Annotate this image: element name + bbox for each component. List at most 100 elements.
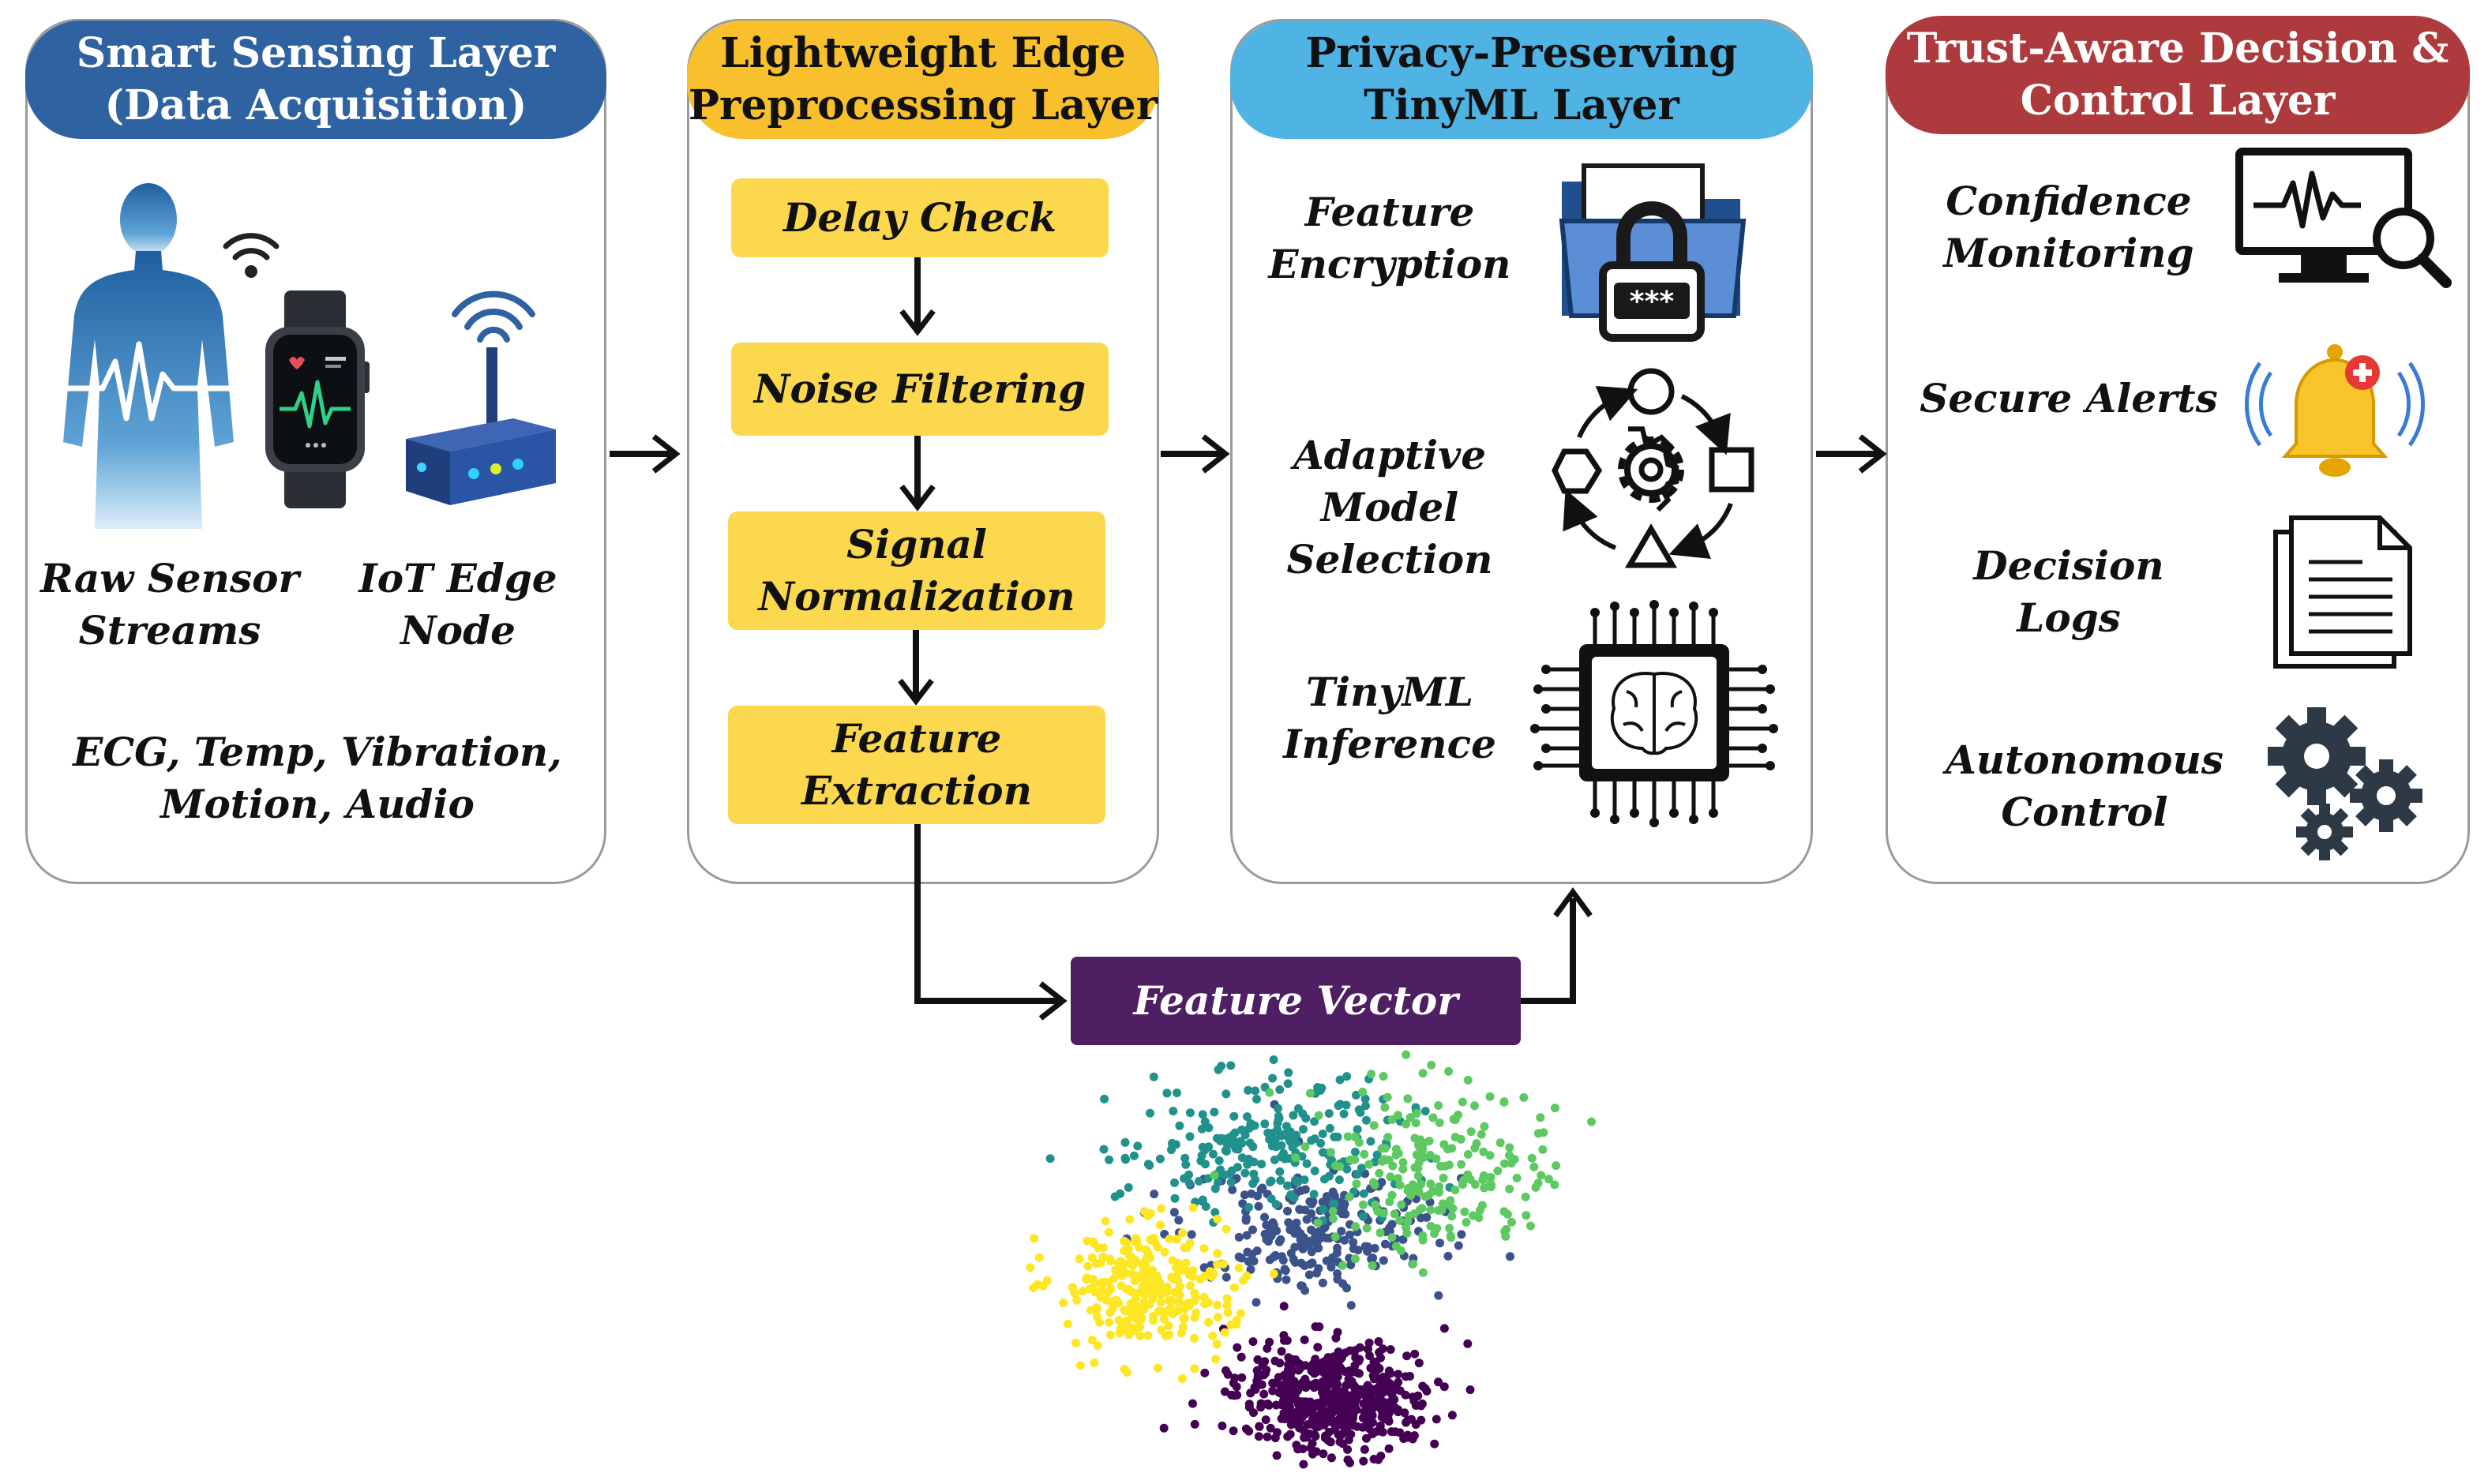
scatter-point <box>1204 1123 1214 1133</box>
scatter-point <box>1313 1343 1323 1352</box>
scatter-point <box>1110 1192 1120 1201</box>
scatter-point <box>1384 1444 1394 1453</box>
scatter-point <box>1345 1396 1355 1405</box>
scatter-point <box>1181 1258 1191 1268</box>
scatter-point <box>1254 1201 1263 1211</box>
scatter-point <box>1150 1190 1159 1199</box>
scatter-point <box>1336 1420 1345 1430</box>
scatter-point <box>1169 1208 1179 1217</box>
scatter-point <box>1479 1147 1488 1156</box>
scatter-point <box>1271 1400 1281 1410</box>
scatter-point <box>1300 1142 1310 1152</box>
scatter-point <box>1470 1144 1480 1152</box>
scatter-point <box>1218 1259 1228 1269</box>
scatter-point <box>1282 1336 1292 1345</box>
scatter-point <box>1480 1183 1489 1193</box>
scatter-point <box>1310 1117 1319 1126</box>
scatter-point <box>1323 1353 1333 1362</box>
scatter-point <box>1410 1163 1420 1172</box>
scatter-point <box>1237 1138 1247 1148</box>
scatter-point <box>1108 1303 1117 1313</box>
scatter-point <box>1075 1254 1084 1264</box>
scatter-point <box>1439 1173 1448 1182</box>
scatter-point <box>1480 1122 1489 1131</box>
scatter-point <box>1190 1288 1199 1298</box>
scatter-point <box>1361 1115 1371 1125</box>
scatter-point <box>1376 1452 1386 1460</box>
scatter-point <box>1402 1050 1411 1059</box>
scatter-point <box>1127 1269 1136 1279</box>
scatter-point <box>1144 1250 1154 1259</box>
scatter-point <box>1411 1119 1420 1128</box>
scatter-point <box>1364 1160 1374 1169</box>
scatter-point <box>1120 1268 1130 1277</box>
scatter-point <box>1214 1065 1223 1074</box>
scatter-point <box>1260 1357 1270 1366</box>
scatter-point <box>1550 1180 1559 1190</box>
scatter-point <box>1373 1383 1383 1392</box>
scatter-point <box>1227 1390 1236 1400</box>
scatter-point <box>1277 1152 1285 1162</box>
scatter-point <box>1252 1376 1262 1385</box>
scatter-point <box>1210 1208 1220 1217</box>
scatter-point <box>1199 1244 1209 1254</box>
scatter-point <box>1184 1179 1194 1188</box>
scatter-point <box>1175 1121 1184 1130</box>
scatter-point <box>1362 1433 1371 1443</box>
scatter-point <box>1129 1151 1139 1160</box>
scatter-point <box>1544 1175 1553 1184</box>
scatter-point <box>1531 1182 1540 1192</box>
scatter-point <box>1248 1142 1258 1152</box>
scatter-point <box>1300 1286 1310 1295</box>
scatter-point <box>1353 1422 1362 1431</box>
scatter-point <box>1525 1221 1535 1231</box>
scatter-point <box>1378 1344 1387 1354</box>
scatter-point <box>1030 1234 1039 1243</box>
scatter-point <box>1299 1426 1308 1435</box>
scatter-point <box>1447 1212 1457 1221</box>
scatter-point <box>1221 1366 1230 1375</box>
scatter-point <box>1100 1094 1109 1104</box>
scatter-point <box>1282 1122 1291 1131</box>
scatter-point <box>1390 1209 1399 1219</box>
scatter-point <box>1300 1433 1309 1442</box>
scatter-point <box>1256 1185 1266 1194</box>
scatter-point <box>1093 1304 1101 1313</box>
scatter-point <box>1045 1154 1055 1164</box>
scatter-point <box>1512 1173 1522 1182</box>
scatter-point <box>1252 1298 1261 1307</box>
scatter-point <box>1272 1428 1282 1437</box>
scatter-point <box>1252 1366 1262 1375</box>
scatter-point <box>1236 1352 1246 1362</box>
scatter-point <box>1394 1370 1403 1379</box>
scatter-point <box>1125 1215 1135 1224</box>
scatter-point <box>1267 1194 1276 1204</box>
scatter-point <box>1149 1316 1158 1325</box>
scatter-point <box>1255 1422 1264 1431</box>
scatter-point <box>1277 1252 1286 1261</box>
scatter-point <box>1470 1101 1479 1111</box>
scatter-point <box>1181 1160 1191 1169</box>
scatter-point <box>1398 1158 1408 1167</box>
scatter-point <box>1304 1270 1314 1280</box>
scatter-point <box>1299 1125 1308 1134</box>
scatter-point <box>1232 1382 1241 1392</box>
scatter-point <box>1522 1211 1531 1220</box>
scatter-point <box>1094 1243 1103 1253</box>
scatter-point <box>1226 1061 1236 1070</box>
scatter-point <box>1318 1197 1327 1207</box>
scatter-point <box>1475 1205 1484 1215</box>
scatter-point <box>1417 1415 1426 1425</box>
scatter-point <box>1346 1301 1356 1310</box>
scatter-point <box>1402 1223 1411 1232</box>
wifi-signal-icon <box>223 233 280 278</box>
scatter-point <box>1257 1160 1267 1169</box>
scatter-point <box>1180 1153 1190 1163</box>
scatter-point <box>1266 1224 1274 1234</box>
scatter-point <box>1426 1179 1435 1189</box>
scatter-point <box>1477 1130 1486 1139</box>
scatter-point <box>1363 1242 1372 1251</box>
scatter-point <box>1180 1313 1189 1322</box>
